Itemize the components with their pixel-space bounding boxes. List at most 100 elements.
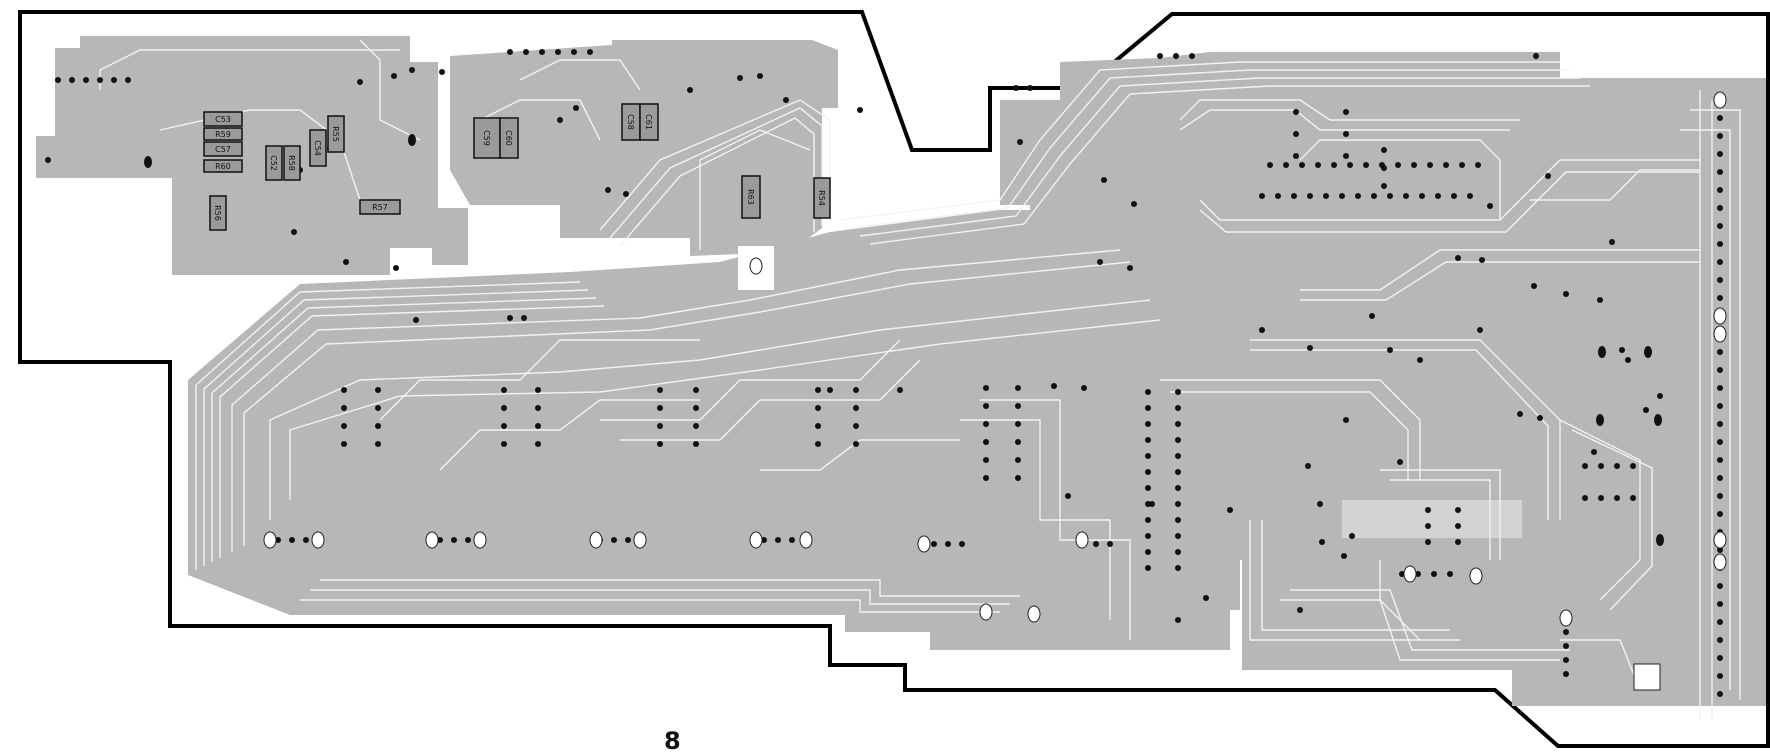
trace-channel [479,99,601,141]
drill-hole [1717,511,1723,517]
oval-pad [1654,414,1662,426]
solder-pad [1713,531,1727,549]
drill-hole [1479,257,1485,263]
drill-hole [343,259,349,265]
drill-hole [1545,173,1551,179]
drill-hole [1027,85,1033,91]
drill-hole [1015,403,1021,409]
drill-hole [535,405,541,411]
drill-hole [1299,162,1305,168]
drill-hole [1455,507,1461,513]
drill-hole [1630,495,1636,501]
drill-hole [1717,223,1723,229]
drill-hole [857,107,863,113]
drill-hole [827,387,833,393]
oval-pad [144,156,152,168]
component-r59: R59 [203,127,243,141]
drill-hole [1717,421,1723,427]
drill-hole [413,317,419,323]
drill-hole [1381,183,1387,189]
drill-hole [1175,517,1181,523]
drill-hole [1435,193,1441,199]
drill-hole [1145,517,1151,523]
drill-hole [1459,162,1465,168]
drill-hole [1297,607,1303,613]
trace-channel [1249,520,1460,641]
drill-hole [1475,162,1481,168]
trace-channel [519,59,641,91]
copper-clear-areas [738,246,1522,538]
trace-channel [1690,109,1741,700]
drill-hole [1582,495,1588,501]
drill-hole [1717,385,1723,391]
trace-channel [231,249,1121,552]
drill-hole [1189,53,1195,59]
drill-hole [1717,367,1723,373]
drill-hole [1717,439,1723,445]
drill-hole [1343,131,1349,137]
drill-hole [1343,153,1349,159]
drill-hole [1717,547,1723,553]
drill-hole [1387,347,1393,353]
drill-hole [1657,393,1663,399]
drill-hole [1293,131,1299,137]
trace-channel [1160,379,1421,480]
drill-hole [375,423,381,429]
drill-hole [375,405,381,411]
drill-hole [1403,193,1409,199]
drill-hole [1343,109,1349,115]
component-label: R59 [215,130,231,139]
drill-hole [1323,193,1329,199]
component-label: C61 [644,114,653,130]
trace-channel [980,399,1131,640]
drill-hole [1283,162,1289,168]
drill-hole [1717,601,1723,607]
drill-hole [1381,147,1387,153]
drill-hole [1175,617,1181,623]
drill-hole [657,423,663,429]
drill-hole [1347,162,1353,168]
drill-hole [1381,165,1387,171]
component-c59: C59 [473,117,501,159]
drill-hole [1339,193,1345,199]
drill-hole [1425,507,1431,513]
component-c57: C57 [203,141,243,157]
component-label: R54 [817,190,826,206]
drill-hole [1315,162,1321,168]
drill-hole [1643,407,1649,413]
drill-hole [1598,463,1604,469]
trace-channel [439,399,700,471]
drill-hole [501,423,507,429]
drill-hole [557,117,563,123]
trace-channel [760,439,960,471]
drill-hole [1267,162,1273,168]
drill-hole [1625,357,1631,363]
component-c54: C54 [309,129,327,167]
drill-hole [1097,259,1103,265]
trace-channel [1680,129,1731,690]
drill-hole [507,315,513,321]
solder-pad [749,257,763,275]
drill-hole [737,75,743,81]
trace-channel [599,99,831,231]
trace-channel [1300,261,1700,301]
drill-hole [1425,523,1431,529]
drill-hole [1598,495,1604,501]
drill-hole [1051,383,1057,389]
drill-hole [1717,349,1723,355]
drill-hole [465,537,471,543]
drill-hole [983,421,989,427]
trace-channel [699,129,811,250]
drill-hole [1145,389,1151,395]
drill-hole [1175,469,1181,475]
drill-hole [1369,313,1375,319]
drill-hole [1717,673,1723,679]
drill-hole [1291,193,1297,199]
drill-hole [1175,501,1181,507]
component-label: R56 [213,205,222,221]
component-label: C58 [626,114,635,130]
drill-hole [1467,193,1473,199]
trace-channel [1179,99,1520,121]
drill-hole [1563,643,1569,649]
